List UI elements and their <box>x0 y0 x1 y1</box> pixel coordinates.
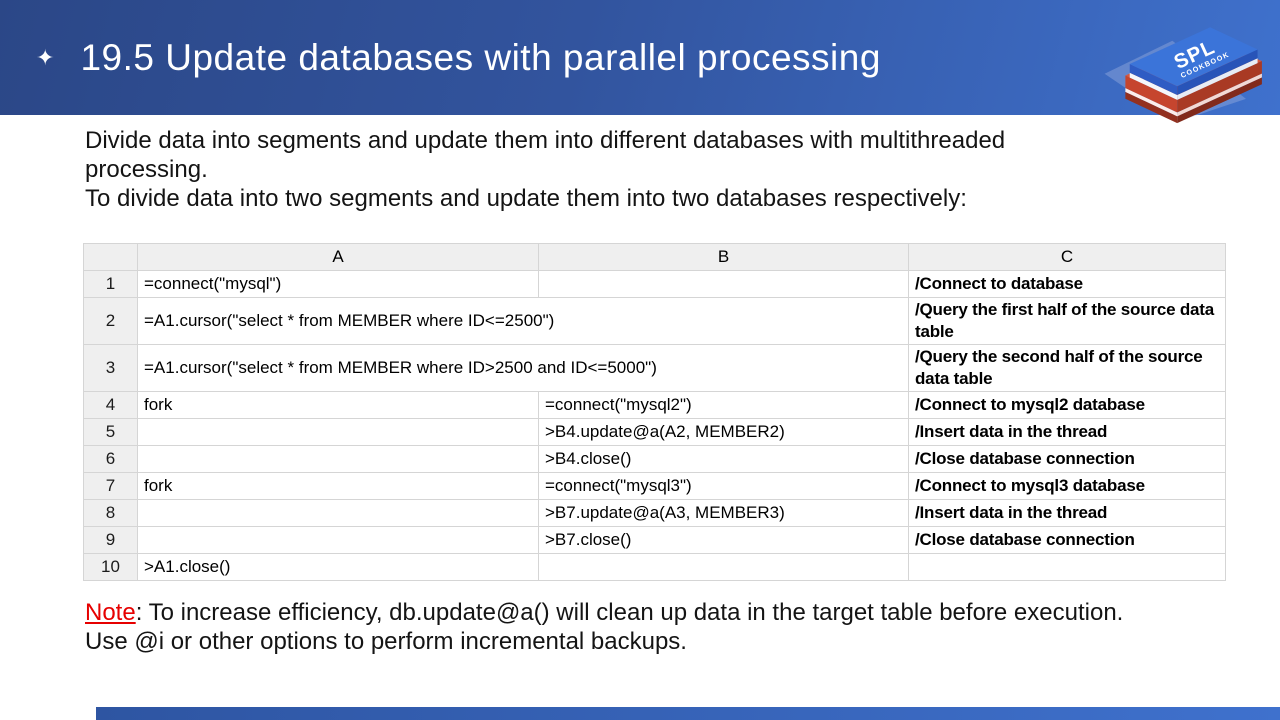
spl-code-grid: A B C 1=connect("mysql") /Connect to data… <box>83 243 1226 582</box>
cell-b: >B7.close() <box>538 526 909 555</box>
intro-line-2: To divide data into two segments and upd… <box>85 185 967 213</box>
row-number-cell: 8 <box>83 499 138 528</box>
cell-b <box>538 553 909 582</box>
cell-c: /Connect to database <box>908 270 1226 298</box>
note-text: Note: To increase efficiency, db.update@… <box>85 598 1125 657</box>
table-row: 8 >B7.update@a(A3, MEMBER3)/Insert data i… <box>83 499 1226 528</box>
cell-b: =connect("mysql2") <box>538 391 909 420</box>
table-row: 3=A1.cursor("select * from MEMBER where … <box>83 344 1226 393</box>
footer-accent-bar <box>96 707 1280 720</box>
cell-a: >A1.close() <box>137 553 539 582</box>
cell-a <box>137 445 539 474</box>
note-body: : To increase efficiency, db.update@a() … <box>85 599 1124 656</box>
table-row: 1=connect("mysql") /Connect to database <box>83 270 1226 298</box>
cell-a: fork <box>137 391 539 420</box>
cell-c <box>908 553 1226 582</box>
page-title: 19.5 Update databases with parallel proc… <box>80 37 881 78</box>
cell-a <box>137 499 539 528</box>
row-number-cell: 1 <box>83 270 138 298</box>
cell-a <box>137 526 539 555</box>
column-header-a: A <box>137 243 539 271</box>
row-number-cell: 6 <box>83 445 138 474</box>
cell-c: /Query the first half of the source data… <box>908 296 1226 346</box>
table-row: 9 >B7.close()/Close database connection <box>83 526 1226 555</box>
cell-c: /Close database connection <box>908 445 1226 474</box>
grid-header-row: A B C <box>83 243 1226 271</box>
row-number-cell: 2 <box>83 296 138 346</box>
row-number-cell: 5 <box>83 418 138 447</box>
cell-a: =connect("mysql") <box>137 270 539 298</box>
cell-c: /Connect to mysql2 database <box>908 391 1226 420</box>
intro-text: Divide data into segments and update the… <box>85 126 1133 213</box>
cell-b <box>538 270 909 298</box>
table-row: 2=A1.cursor("select * from MEMBER where … <box>83 296 1226 346</box>
row-number-cell: 10 <box>83 553 138 582</box>
table-row: 6 >B4.close()/Close database connection <box>83 445 1226 474</box>
row-number-cell: 9 <box>83 526 138 555</box>
row-number-cell: 4 <box>83 391 138 420</box>
column-header-c: C <box>908 243 1226 271</box>
star-bullet-icon: ✦ <box>36 44 55 70</box>
grid-corner-cell <box>83 243 138 271</box>
cell-c: /Close database connection <box>908 526 1226 555</box>
table-row: 5 >B4.update@a(A2, MEMBER2)/Insert data i… <box>83 418 1226 447</box>
cell-a: =A1.cursor("select * from MEMBER where I… <box>137 296 909 346</box>
cell-c: /Query the second half of the source dat… <box>908 344 1226 393</box>
row-number-cell: 7 <box>83 472 138 501</box>
cell-c: /Insert data in the thread <box>908 499 1226 528</box>
spl-cookbook-logo: SPL COOKBOOK <box>1104 27 1262 124</box>
cell-c: /Connect to mysql3 database <box>908 472 1226 501</box>
cell-a <box>137 418 539 447</box>
note-label: Note <box>85 599 136 626</box>
cell-b: >B4.update@a(A2, MEMBER2) <box>538 418 909 447</box>
table-row: 10>A1.close() <box>83 553 1226 582</box>
cell-a: =A1.cursor("select * from MEMBER where I… <box>137 344 909 393</box>
intro-line-1: Divide data into segments and update the… <box>85 127 1006 184</box>
row-number-cell: 3 <box>83 344 138 393</box>
cell-c: /Insert data in the thread <box>908 418 1226 447</box>
column-header-b: B <box>538 243 909 271</box>
cell-b: >B7.update@a(A3, MEMBER3) <box>538 499 909 528</box>
cell-b: >B4.close() <box>538 445 909 474</box>
title-bar: ✦ 19.5 Update databases with parallel pr… <box>0 0 1280 115</box>
cell-a: fork <box>137 472 539 501</box>
cell-b: =connect("mysql3") <box>538 472 909 501</box>
